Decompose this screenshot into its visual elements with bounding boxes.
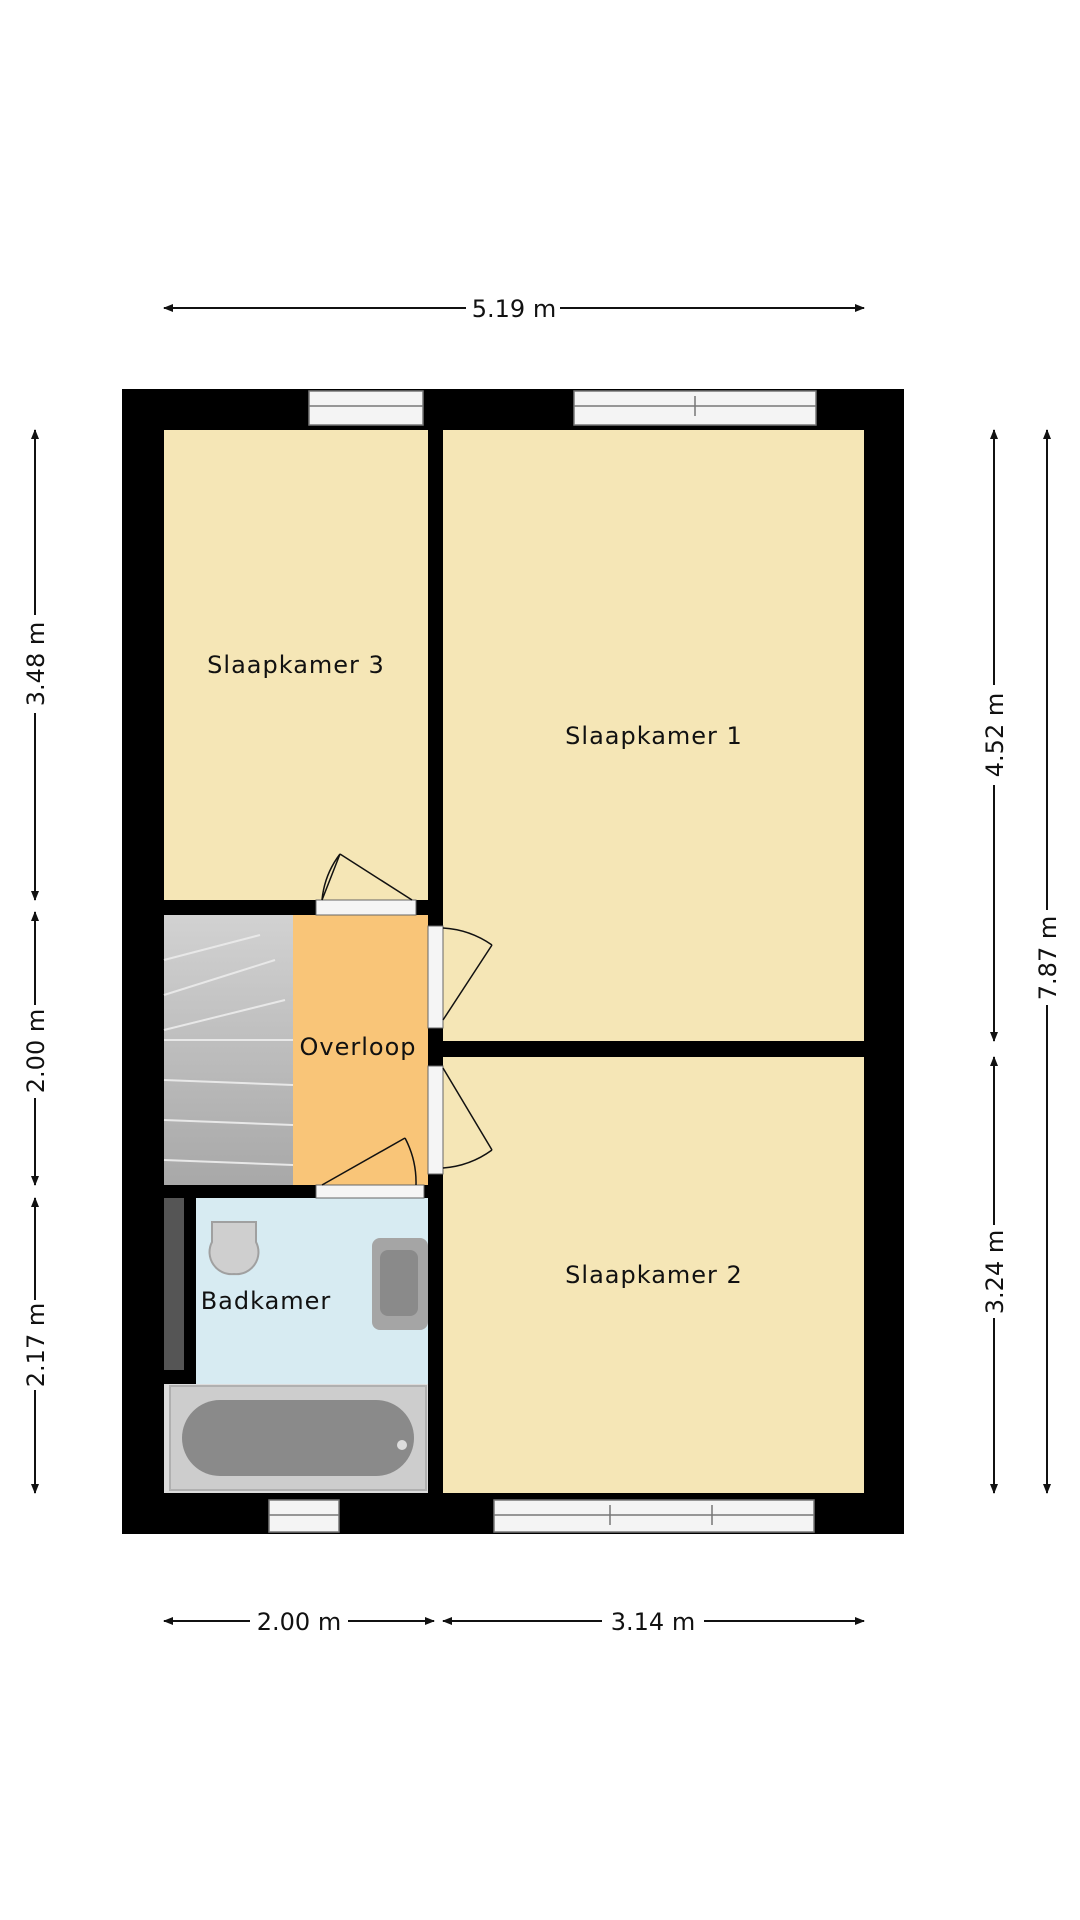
label-slaapkamer-2: Slaapkamer 2 <box>565 1261 743 1289</box>
towel-radiator <box>164 1198 184 1370</box>
wall-sk1-sk2 <box>443 1041 864 1057</box>
dim-right-top: 4.52 m <box>981 693 1009 777</box>
sink-basin <box>380 1250 418 1316</box>
dim-bottom-left: 2.00 m <box>257 1608 341 1636</box>
label-slaapkamer-1: Slaapkamer 1 <box>565 722 743 750</box>
stair-treads <box>163 934 294 1166</box>
bathtub-basin <box>182 1400 414 1476</box>
dim-left-bottom: 2.17 m <box>22 1303 50 1387</box>
dim-right-total: 7.87 m <box>1034 916 1062 1000</box>
label-overloop: Overloop <box>300 1033 417 1061</box>
dim-left-middle: 2.00 m <box>22 1009 50 1093</box>
door-openings <box>315 899 444 1199</box>
toilet <box>208 1221 260 1276</box>
label-badkamer: Badkamer <box>201 1287 332 1315</box>
dim-left-top: 3.48 m <box>22 622 50 706</box>
room-slaapkamer-1 <box>443 430 864 1041</box>
dim-top-total: 5.19 m <box>472 295 556 323</box>
window-mullions <box>269 396 816 1525</box>
room-slaapkamer-3 <box>164 430 428 900</box>
room-slaapkamer-2 <box>443 1057 864 1493</box>
dimension-lines <box>31 304 1051 1625</box>
stairs <box>164 915 293 1185</box>
dim-bottom-right: 3.14 m <box>611 1608 695 1636</box>
bathtub-tap <box>397 1440 407 1450</box>
door-swings <box>321 853 493 1186</box>
dim-right-bottom: 3.24 m <box>981 1230 1009 1314</box>
label-slaapkamer-3: Slaapkamer 3 <box>207 651 385 679</box>
